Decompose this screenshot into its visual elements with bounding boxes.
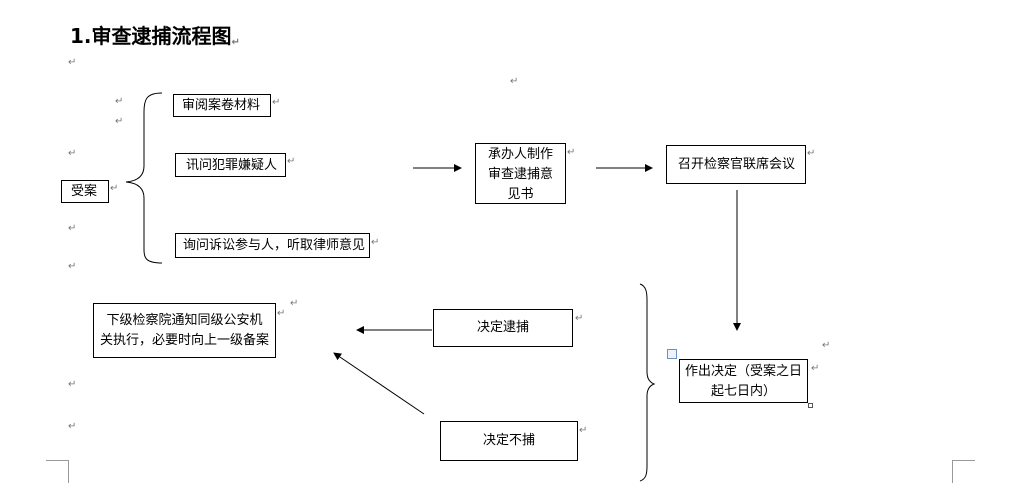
right-brace	[639, 283, 656, 482]
opinion-line-1: 承办人制作	[487, 147, 553, 162]
paragraph-mark: ↵	[807, 148, 816, 159]
paragraph-mark: ↵	[68, 148, 77, 159]
paragraph-mark: ↵	[110, 183, 119, 194]
decision-box: 作出决定（受案之日 起七日内）	[679, 359, 808, 403]
opinion-line-3: 见书	[507, 187, 534, 202]
decide-no-arrest-box: 决定不捕	[440, 421, 578, 461]
paragraph-mark: ↵	[277, 308, 286, 319]
paragraph-mark: ↵	[68, 57, 77, 68]
opinion-line-2: 审查逮捕意	[487, 167, 553, 182]
resize-handle[interactable]	[808, 403, 813, 408]
interrogate-suspect-box: 讯问犯罪嫌疑人	[175, 153, 286, 177]
joint-meeting-box: 召开检察官联席会议	[666, 145, 806, 184]
decision-line-2: 起七日内）	[710, 384, 776, 399]
decision-line-1: 作出决定（受案之日	[684, 364, 802, 379]
joint-meeting-label: 召开检察官联席会议	[678, 157, 796, 172]
paragraph-mark: ↵	[822, 340, 831, 351]
paragraph-mark: ↵	[68, 421, 77, 432]
notify-execution-box: 下级检察院通知同级公安机 关执行，必要时向上一级备案	[93, 303, 276, 358]
paragraph-mark: ↵	[811, 363, 820, 374]
decide-no-arrest-label: 决定不捕	[482, 433, 535, 448]
decide-arrest-box: 决定逮捕	[433, 309, 573, 347]
notify-line-2: 关执行，必要时向上一级备案	[99, 333, 269, 348]
paragraph-mark: ↵	[510, 76, 519, 87]
inquire-participants-box: 询问诉讼参与人，听取律师意见	[175, 233, 370, 258]
decide-arrest-label: 决定逮捕	[476, 320, 529, 335]
review-materials-box: 审阅案卷材料	[173, 94, 271, 117]
page-corner-left	[46, 460, 69, 483]
paragraph-mark: ↵	[567, 147, 576, 158]
opinion-box: 承办人制作 审查逮捕意 见书	[475, 143, 566, 204]
paragraph-mark: ↵	[68, 261, 77, 272]
notify-line-1: 下级检察院通知同级公安机	[106, 313, 263, 328]
document-title: 1.审查逮捕流程图↵	[70, 20, 240, 49]
paragraph-mark: ↵	[287, 156, 296, 167]
paragraph-mark: ↵	[371, 237, 380, 248]
paragraph-mark: ↵	[231, 37, 240, 48]
page-corner-right	[952, 460, 975, 483]
accept-case-label: 受案	[71, 184, 98, 199]
accept-case-box: 受案	[61, 180, 109, 203]
interrogate-suspect-label: 讯问犯罪嫌疑人	[186, 158, 278, 173]
paragraph-mark: ↵	[272, 97, 281, 108]
object-anchor-icon[interactable]	[667, 349, 677, 359]
paragraph-mark: ↵	[575, 313, 584, 324]
paragraph-mark: ↵	[68, 379, 77, 390]
left-brace	[125, 92, 163, 264]
inquire-participants-label: 询问诉讼参与人，听取律师意见	[183, 238, 366, 253]
title-text: 1.审查逮捕流程图	[70, 24, 232, 48]
paragraph-mark: ↵	[68, 223, 77, 234]
paragraph-mark: ↵	[579, 425, 588, 436]
review-materials-label: 审阅案卷材料	[182, 98, 261, 113]
paragraph-mark: ↵	[115, 96, 124, 107]
arrow-noarrest-to-notify	[333, 352, 425, 415]
paragraph-mark: ↵	[115, 116, 124, 127]
paragraph-mark: ↵	[290, 298, 299, 309]
